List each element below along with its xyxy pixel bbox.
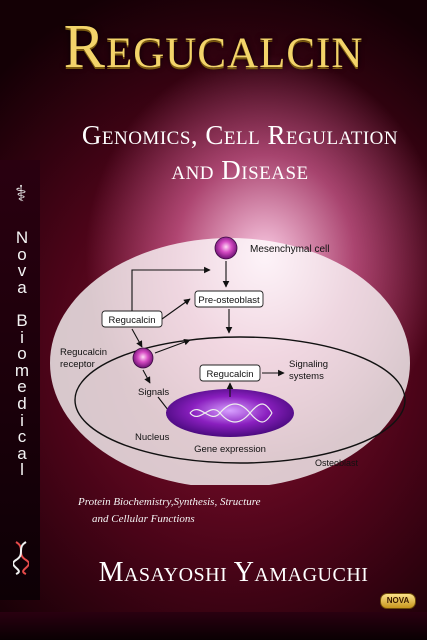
diagram-glow: [50, 238, 410, 485]
label-gene-expression: Gene expression: [194, 444, 266, 455]
label-signals: Signals: [138, 387, 169, 398]
imprint-letter: e: [17, 377, 27, 397]
label-osteoblast: Osteoblast: [315, 458, 359, 468]
imprint-letter: d: [17, 393, 27, 413]
label-signaling-2: systems: [289, 371, 324, 382]
regucalcin-pathway-diagram: Mesenchymal cell Pre-osteoblast Regucalc…: [40, 215, 410, 485]
caduceus-icon: ⚕: [15, 181, 27, 206]
label-receptor-2: receptor: [60, 359, 95, 370]
series-name: Protein Biochemistry,Synthesis, Structur…: [78, 494, 408, 528]
imprint-letter: a: [17, 443, 27, 463]
subtitle-line-1: Genomics, Cell Regulation: [81, 120, 399, 150]
imprint-letter: l: [20, 460, 24, 480]
series-line-1: Protein Biochemistry,Synthesis, Structur…: [78, 496, 261, 508]
dna-logo-icon: [13, 541, 29, 575]
regucalcin-box-inner: [199, 364, 261, 382]
imprint-letter: a: [17, 277, 27, 297]
book-author: Masayoshi Yamaguchi: [98, 557, 369, 588]
nucleus-shape: [166, 389, 294, 437]
pathway-svg: Mesenchymal cell Pre-osteoblast Regucalc…: [50, 236, 410, 485]
imprint-letter: c: [17, 427, 27, 447]
subtitle-line-2: and Disease: [171, 155, 309, 185]
imprint-letter: o: [17, 344, 27, 364]
imprint-letter: o: [17, 244, 27, 264]
imprint-sidebar: [0, 160, 40, 600]
receptor-icon: [132, 347, 154, 369]
imprint-letter: m: [14, 360, 30, 380]
book-title: Regucalcin: [63, 13, 364, 81]
label-mesenchymal: Mesenchymal cell: [250, 244, 329, 255]
series-line-2: and Cellular Functions: [92, 513, 195, 525]
mesenchymal-cell-icon: [214, 236, 238, 260]
label-regucalcin-outer: Regucalcin: [109, 315, 156, 326]
imprint-letter: i: [20, 327, 24, 347]
label-nucleus: Nucleus: [135, 432, 170, 443]
label-receptor-1: Regucalcin: [60, 347, 107, 358]
imprint-letter: N: [15, 228, 29, 247]
imprint-letter: i: [20, 410, 24, 430]
label-signaling-1: Signaling: [289, 359, 328, 370]
label-regucalcin-inner: Regucalcin: [207, 369, 254, 380]
book-subtitle: Genomics, Cell Regulation and Disease: [60, 118, 420, 188]
bottom-band: [0, 612, 427, 640]
publisher-badge: NOVA: [380, 593, 416, 609]
osteoblast-membrane: [74, 336, 406, 464]
label-pre-osteoblast: Pre-osteoblast: [198, 295, 260, 306]
imprint-letter: v: [17, 261, 27, 281]
imprint-letter: B: [16, 310, 28, 330]
pre-osteoblast-box: [194, 290, 264, 308]
